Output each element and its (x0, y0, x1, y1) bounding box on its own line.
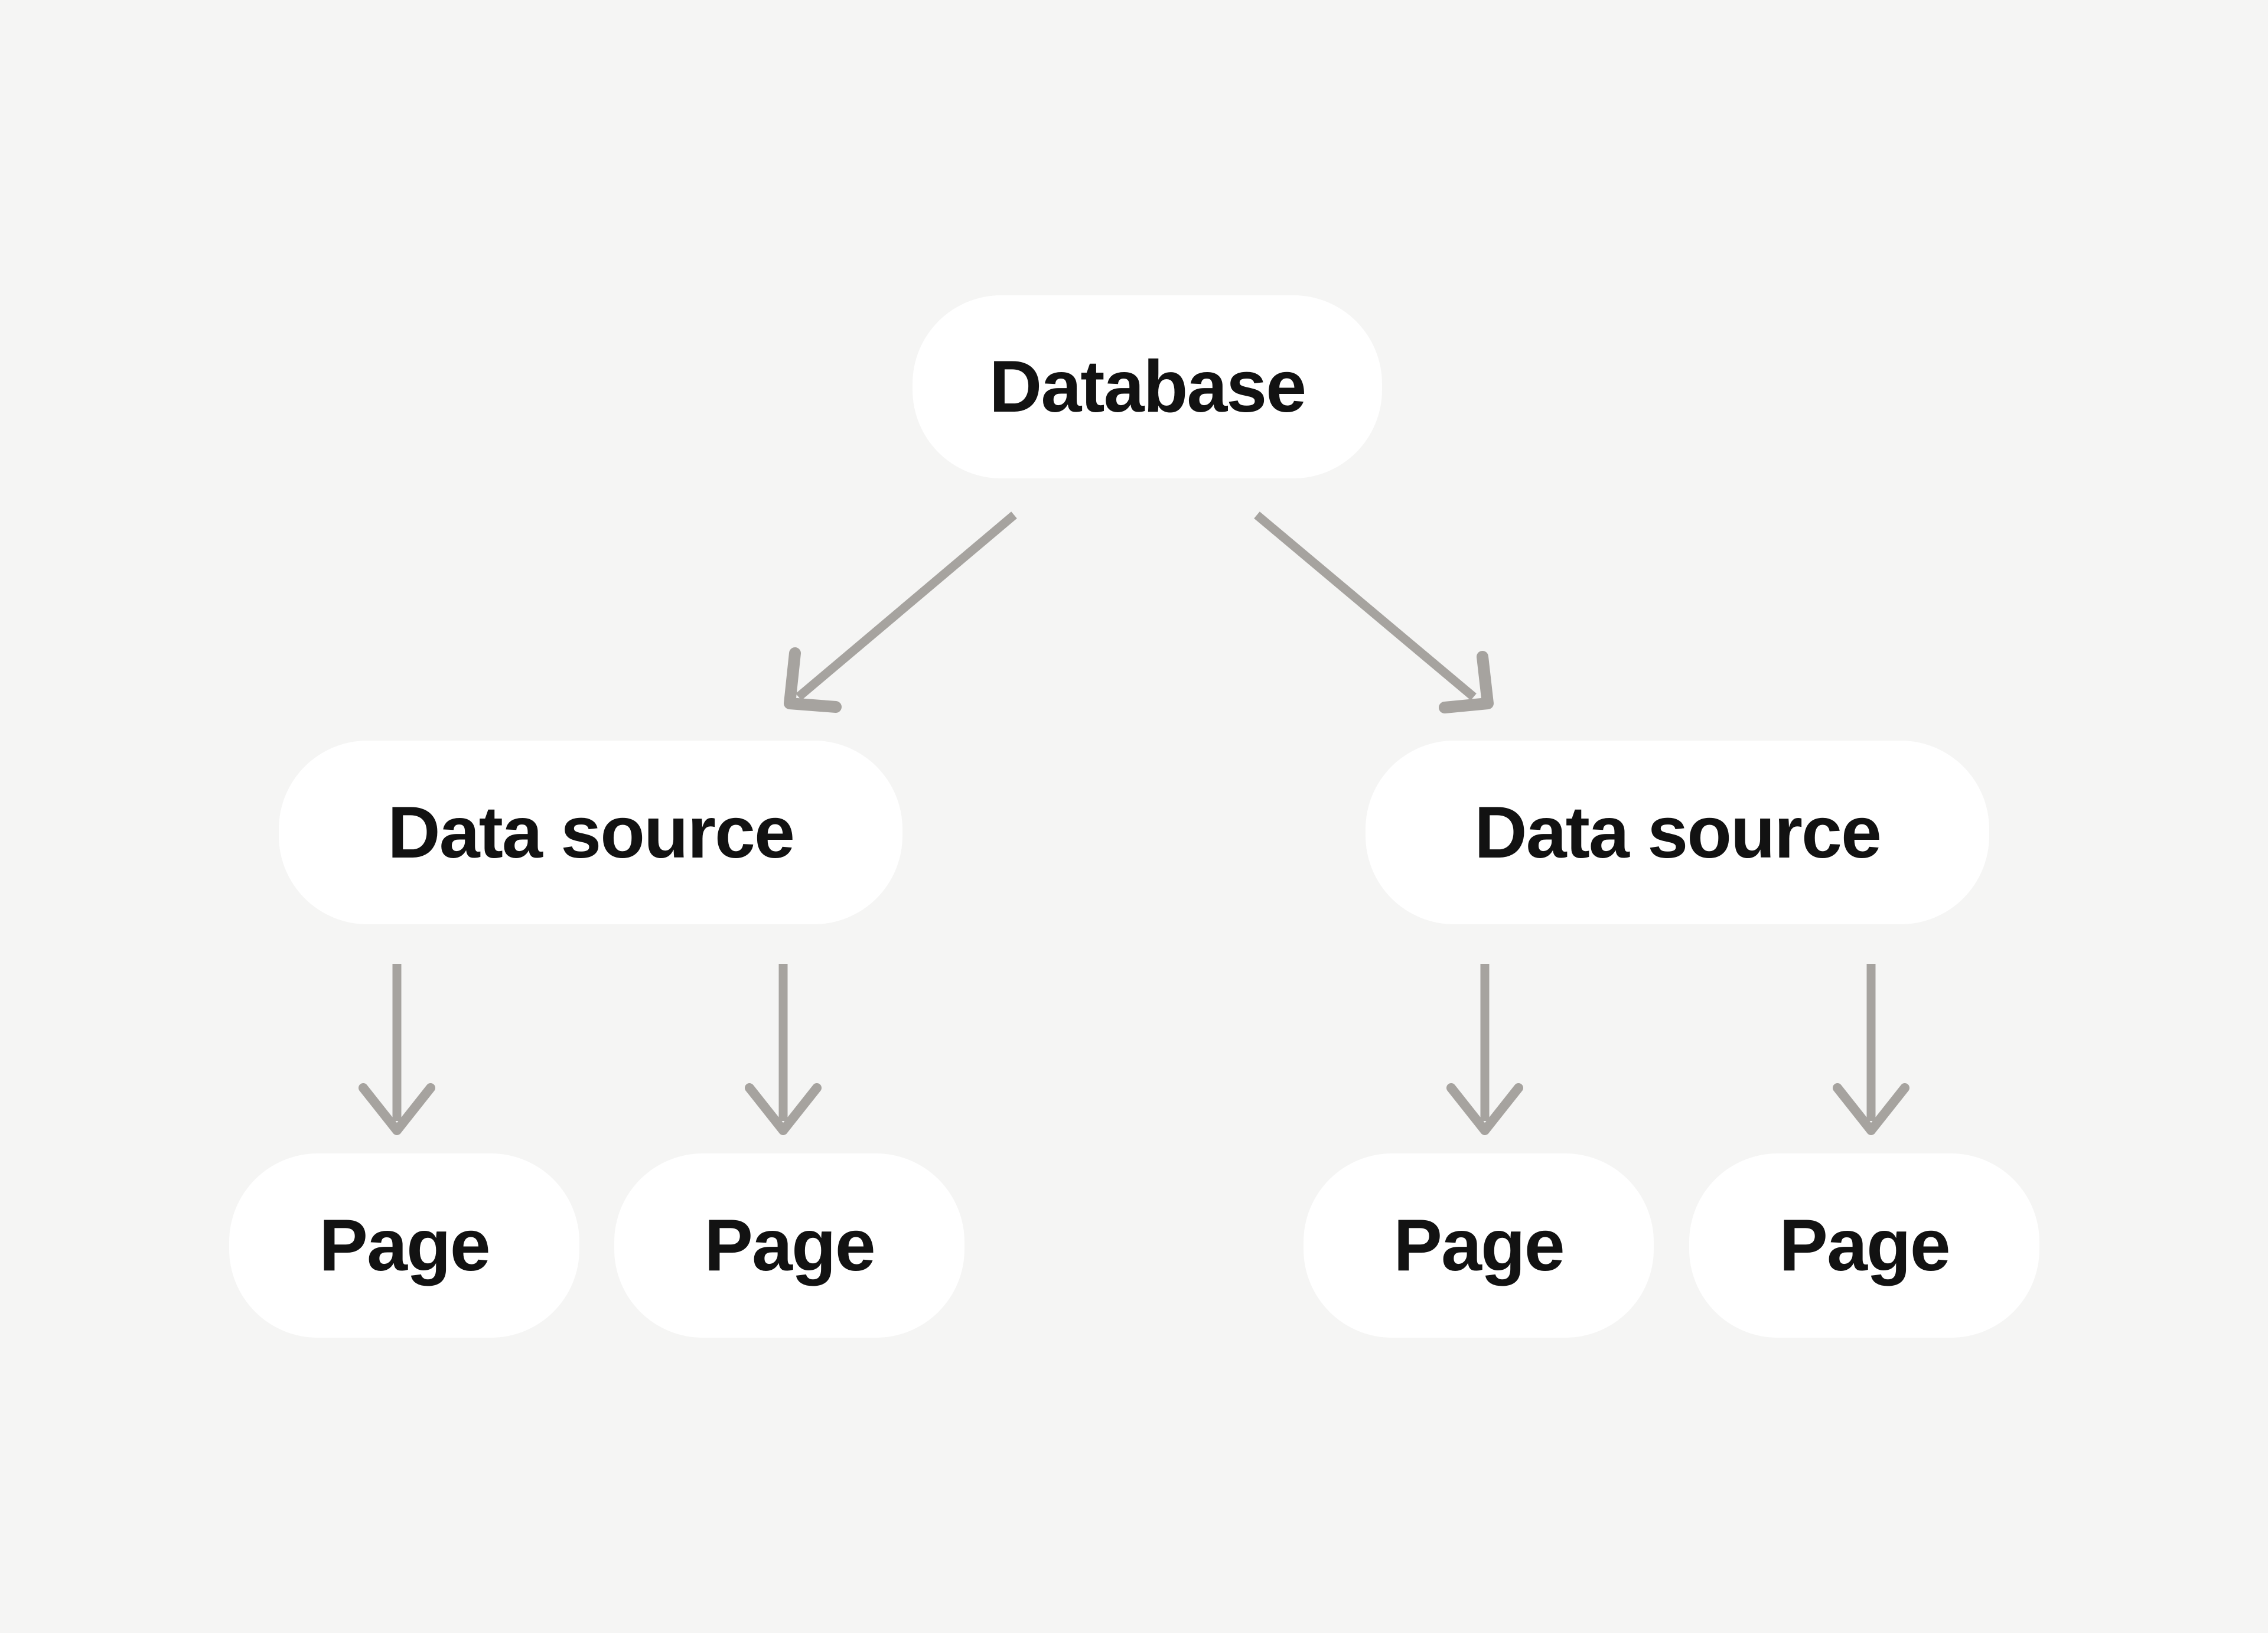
data-source-right-node-label: Data source (1474, 791, 1882, 873)
data-source-right-node: Data source (1366, 741, 1989, 924)
arrow-data-source-right-to-page-3 (1446, 964, 1523, 1135)
data-source-left-node: Data source (279, 741, 902, 924)
database-node-label: Database (989, 346, 1306, 428)
page-node-4-label: Page (1779, 1205, 1950, 1286)
page-node-2-label: Page (704, 1205, 875, 1286)
database-node: Database (913, 295, 1382, 478)
data-source-left-node-label: Data source (387, 791, 795, 873)
page-node-3: Page (1304, 1153, 1654, 1338)
arrow-data-source-left-to-page-1 (359, 964, 435, 1135)
arrow-data-source-right-to-page-4 (1833, 964, 1909, 1135)
page-node-2: Page (614, 1153, 964, 1338)
arrow-data-source-left-to-page-2 (745, 964, 822, 1135)
page-node-1: Page (229, 1153, 579, 1338)
arrow-database-to-data-source-right (1254, 511, 1494, 713)
page-node-1-label: Page (319, 1205, 490, 1286)
arrow-database-to-data-source-left (784, 511, 1017, 713)
page-node-3-label: Page (1393, 1205, 1565, 1286)
page-node-4: Page (1689, 1153, 2039, 1338)
